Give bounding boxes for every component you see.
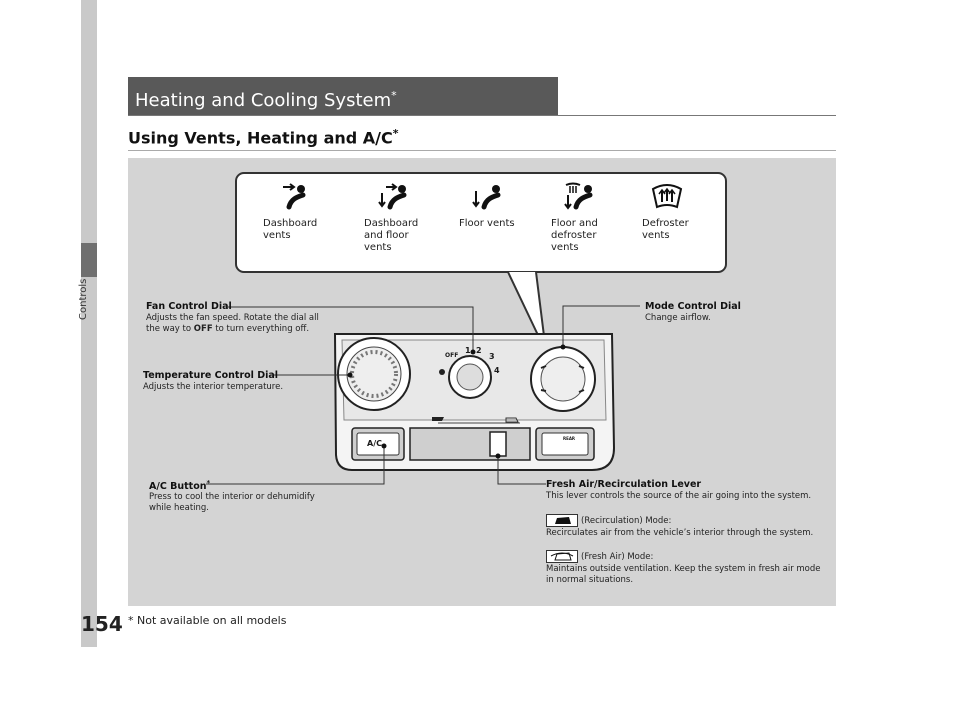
mode-dial bbox=[540, 356, 586, 402]
fan-dial-title: Fan Control Dial bbox=[146, 301, 232, 312]
dashboard-vents-icon bbox=[283, 183, 306, 210]
fan-leader-line bbox=[228, 306, 474, 352]
ac-button bbox=[356, 432, 400, 456]
fan-dial-off-word: OFF bbox=[193, 324, 213, 334]
fan-dial-desc-1: Adjusts the fan speed. Rotate the dial a… bbox=[146, 313, 319, 323]
temperature-dial bbox=[346, 346, 402, 402]
mode-dial-title: Mode Control Dial bbox=[645, 301, 741, 312]
fresh-air-mode-desc-2: in normal situations. bbox=[546, 575, 634, 585]
mode-leader-line bbox=[562, 305, 640, 347]
section-heading: Using Vents, Heating and A/C* bbox=[128, 127, 399, 147]
rear-defrost-label[interactable]: REAR bbox=[563, 436, 575, 441]
page-title-text: Heating and Cooling System bbox=[135, 90, 392, 111]
fresh-leader-line bbox=[497, 456, 546, 485]
temperature-dial-title: Temperature Control Dial bbox=[143, 370, 279, 381]
vent-label-floor-defroster: Floor and defroster vents bbox=[551, 218, 598, 253]
vent-label-floor: Floor vents bbox=[459, 218, 515, 229]
vent-modes-callout bbox=[235, 172, 727, 273]
recirculation-mini-icon bbox=[432, 417, 444, 421]
fan-mark-3: 3 bbox=[489, 352, 495, 361]
fan-mark-1: 1 bbox=[465, 346, 471, 355]
section-divider bbox=[128, 150, 836, 151]
section-heading-text: Using Vents, Heating and A/C bbox=[128, 128, 393, 148]
rear-defrost-button bbox=[541, 432, 589, 456]
recirculation-mode-text: (Recirculation) Mode: bbox=[581, 516, 672, 526]
floor-defroster-vents-icon bbox=[564, 182, 593, 210]
fan-mark-2: 2 bbox=[476, 346, 482, 355]
fan-mark-4: 4 bbox=[494, 366, 500, 375]
temperature-dial-desc: Adjusts the interior temperature. bbox=[143, 382, 284, 392]
mode-dial-desc: Change airflow. bbox=[645, 313, 711, 323]
ac-button-title-mark: * bbox=[206, 479, 211, 487]
title-divider bbox=[128, 115, 836, 116]
fan-dial-desc-2: the way to OFF to turn everything off. bbox=[146, 324, 309, 335]
fresh-air-lever-desc: This lever controls the source of the ai… bbox=[546, 491, 812, 501]
footnote: * Not available on all models bbox=[128, 614, 287, 627]
fan-mark-off: OFF bbox=[445, 352, 459, 359]
fresh-air-mode-line: (Fresh Air) Mode: bbox=[546, 550, 653, 563]
recirculation-mode-line: (Recirculation) Mode: bbox=[546, 514, 671, 527]
fan-dial bbox=[456, 363, 484, 391]
fresh-air-mode-desc-1: Maintains outside ventilation. Keep the … bbox=[546, 564, 821, 574]
temperature-dial-scale bbox=[350, 350, 398, 398]
vent-label-dashboard: Dashboard vents bbox=[263, 218, 318, 241]
defroster-vents-icon bbox=[651, 184, 683, 209]
sidebar-section-tab[interactable] bbox=[81, 243, 97, 277]
fan-dial-desc-2c: to turn everything off. bbox=[212, 324, 310, 334]
page-title-mark: * bbox=[391, 89, 397, 102]
fresh-air-mini-icon bbox=[505, 417, 519, 423]
ac-button-title-text: A/C Button bbox=[149, 481, 207, 493]
fan-dial-desc-2a: the way to bbox=[146, 324, 194, 334]
section-heading-mark: * bbox=[392, 127, 399, 140]
fresh-recirc-lever bbox=[489, 431, 507, 457]
page-title: Heating and Cooling System* bbox=[128, 77, 558, 115]
fresh-air-mode-text: (Fresh Air) Mode: bbox=[581, 552, 654, 562]
ac-button-desc-2: while heating. bbox=[149, 503, 209, 513]
lever-housing bbox=[409, 427, 531, 461]
ac-button-title: A/C Button* bbox=[149, 479, 210, 492]
dashboard-floor-vents-icon bbox=[378, 183, 407, 210]
vent-label-dashboard-floor: Dashboard and floor vents bbox=[364, 218, 419, 253]
fan-icon bbox=[439, 369, 445, 375]
sidebar-strip bbox=[81, 0, 97, 647]
floor-vents-icon bbox=[472, 185, 501, 210]
recirculation-mode-desc: Recirculates air from the vehicle’s inte… bbox=[546, 528, 814, 538]
ac-button-desc-1: Press to cool the interior or dehumidify bbox=[149, 492, 315, 502]
vent-label-defroster: Defroster vents bbox=[642, 218, 689, 241]
ac-button-label[interactable]: A/C bbox=[367, 439, 382, 448]
page-number: 154 bbox=[81, 612, 123, 636]
mode-dial-marks bbox=[540, 365, 585, 393]
fresh-air-icon bbox=[546, 550, 578, 563]
fresh-air-lever-title: Fresh Air/Recirculation Lever bbox=[546, 479, 702, 490]
ac-leader-line bbox=[206, 446, 385, 485]
recirculation-icon bbox=[546, 514, 578, 527]
